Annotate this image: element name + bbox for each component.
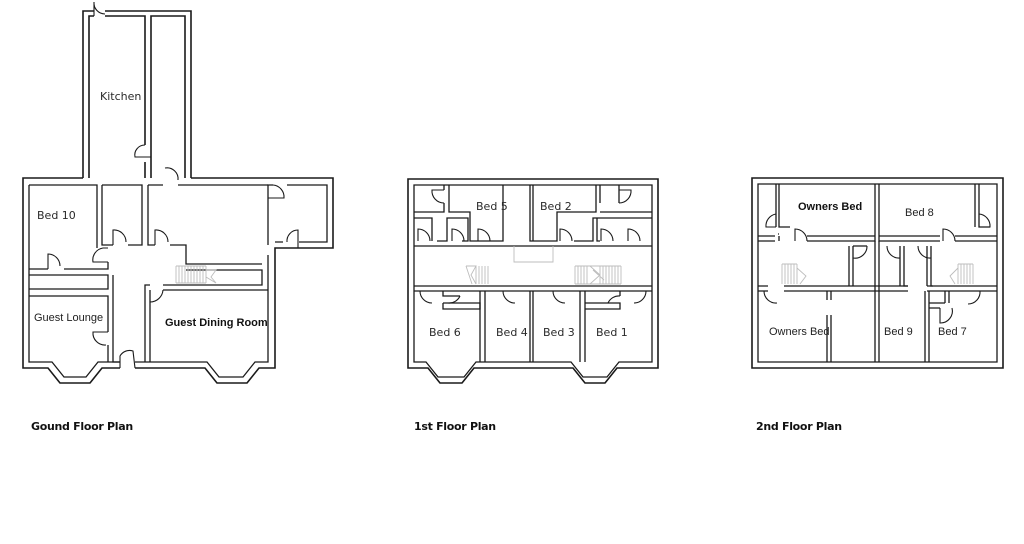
room-label-bed-6: Bed 6 bbox=[429, 326, 461, 339]
room-label-bed-5: Bed 5 bbox=[476, 200, 508, 213]
bed2-door[interactable] bbox=[559, 228, 573, 242]
landing-door[interactable] bbox=[917, 245, 932, 259]
bed5-ensuite-door[interactable] bbox=[431, 189, 445, 204]
annex-door[interactable] bbox=[268, 184, 285, 199]
second-storage-door[interactable] bbox=[852, 245, 868, 259]
ground-floor-plan: Kitchen Bed 10 Guest Lounge Guest Dining… bbox=[22, 1, 334, 384]
bed8-door[interactable] bbox=[942, 228, 956, 242]
bed1-door[interactable] bbox=[633, 290, 647, 304]
first-top-door-4[interactable] bbox=[627, 228, 641, 242]
second-floor-plan: Owners Bed Bed 8 Owners Bed Bed 9 Bed 7 bbox=[751, 177, 1004, 369]
bed9-door[interactable] bbox=[886, 245, 901, 259]
kitchen-bottom-door[interactable] bbox=[164, 167, 179, 181]
hall-bed10-door[interactable] bbox=[92, 247, 108, 263]
central-room-door[interactable] bbox=[154, 229, 169, 245]
room-label-kitchen: Kitchen bbox=[100, 90, 141, 103]
bed6-door[interactable] bbox=[419, 290, 433, 304]
store-door[interactable] bbox=[112, 229, 127, 245]
bed1-ensuite-door[interactable] bbox=[607, 295, 621, 304]
first-top-door-3[interactable] bbox=[600, 228, 614, 242]
dining-room-door[interactable] bbox=[149, 289, 164, 303]
room-label-owners-bed-top: Owners Bed bbox=[798, 201, 862, 213]
room-label-bed-9: Bed 9 bbox=[884, 326, 913, 338]
room-label-bed-1: Bed 1 bbox=[596, 326, 628, 339]
kitchen-inner-door[interactable] bbox=[134, 144, 151, 158]
ground-stairs bbox=[175, 265, 217, 284]
bed10-door[interactable] bbox=[47, 253, 61, 269]
owners-bed-door[interactable] bbox=[794, 228, 808, 242]
second-floor-plan-title: 2nd Floor Plan bbox=[756, 420, 842, 433]
room-label-bed-2: Bed 2 bbox=[540, 200, 572, 213]
room-label-bed-7: Bed 7 bbox=[938, 326, 967, 338]
bed3-door[interactable] bbox=[552, 290, 566, 304]
bed8-ensuite-door[interactable] bbox=[978, 213, 991, 228]
first-top-door-2[interactable] bbox=[451, 228, 465, 242]
second-stairs bbox=[781, 263, 974, 285]
owners-bed-lower-door[interactable] bbox=[763, 290, 778, 304]
room-label-owners-bed-bottom: Owners Bed bbox=[769, 326, 830, 338]
guest-lounge-door[interactable] bbox=[92, 331, 108, 346]
first-floor-plan-title: 1st Floor Plan bbox=[414, 420, 496, 433]
bed7-ensuite-door[interactable] bbox=[939, 307, 953, 324]
first-top-door-1[interactable] bbox=[417, 228, 431, 242]
annex-lower-door[interactable] bbox=[286, 229, 299, 248]
room-label-bed-8: Bed 8 bbox=[905, 207, 934, 219]
bed5-door[interactable] bbox=[477, 228, 491, 242]
bed7-main-door[interactable] bbox=[967, 290, 981, 305]
room-label-bed-4: Bed 4 bbox=[496, 326, 528, 339]
ground-floor-plan-title: Gound Floor Plan bbox=[31, 420, 133, 433]
front-door[interactable] bbox=[119, 349, 136, 369]
kitchen-exterior-door[interactable] bbox=[93, 1, 106, 16]
bed2-ensuite-door[interactable] bbox=[618, 189, 632, 204]
bed4-door[interactable] bbox=[502, 290, 516, 304]
room-label-bed-3: Bed 3 bbox=[543, 326, 575, 339]
owners-ensuite-door[interactable] bbox=[765, 213, 777, 228]
room-label-bed-10: Bed 10 bbox=[37, 209, 76, 222]
first-stairs bbox=[465, 265, 622, 285]
room-label-guest-lounge: Guest Lounge bbox=[34, 312, 103, 324]
bed6-ensuite-door[interactable] bbox=[447, 295, 461, 304]
room-label-guest-dining-room: Guest Dining Room bbox=[165, 317, 268, 329]
first-floor-plan: Bed 5 Bed 2 Bed 6 Bed 4 Bed 3 Bed 1 bbox=[407, 178, 659, 384]
